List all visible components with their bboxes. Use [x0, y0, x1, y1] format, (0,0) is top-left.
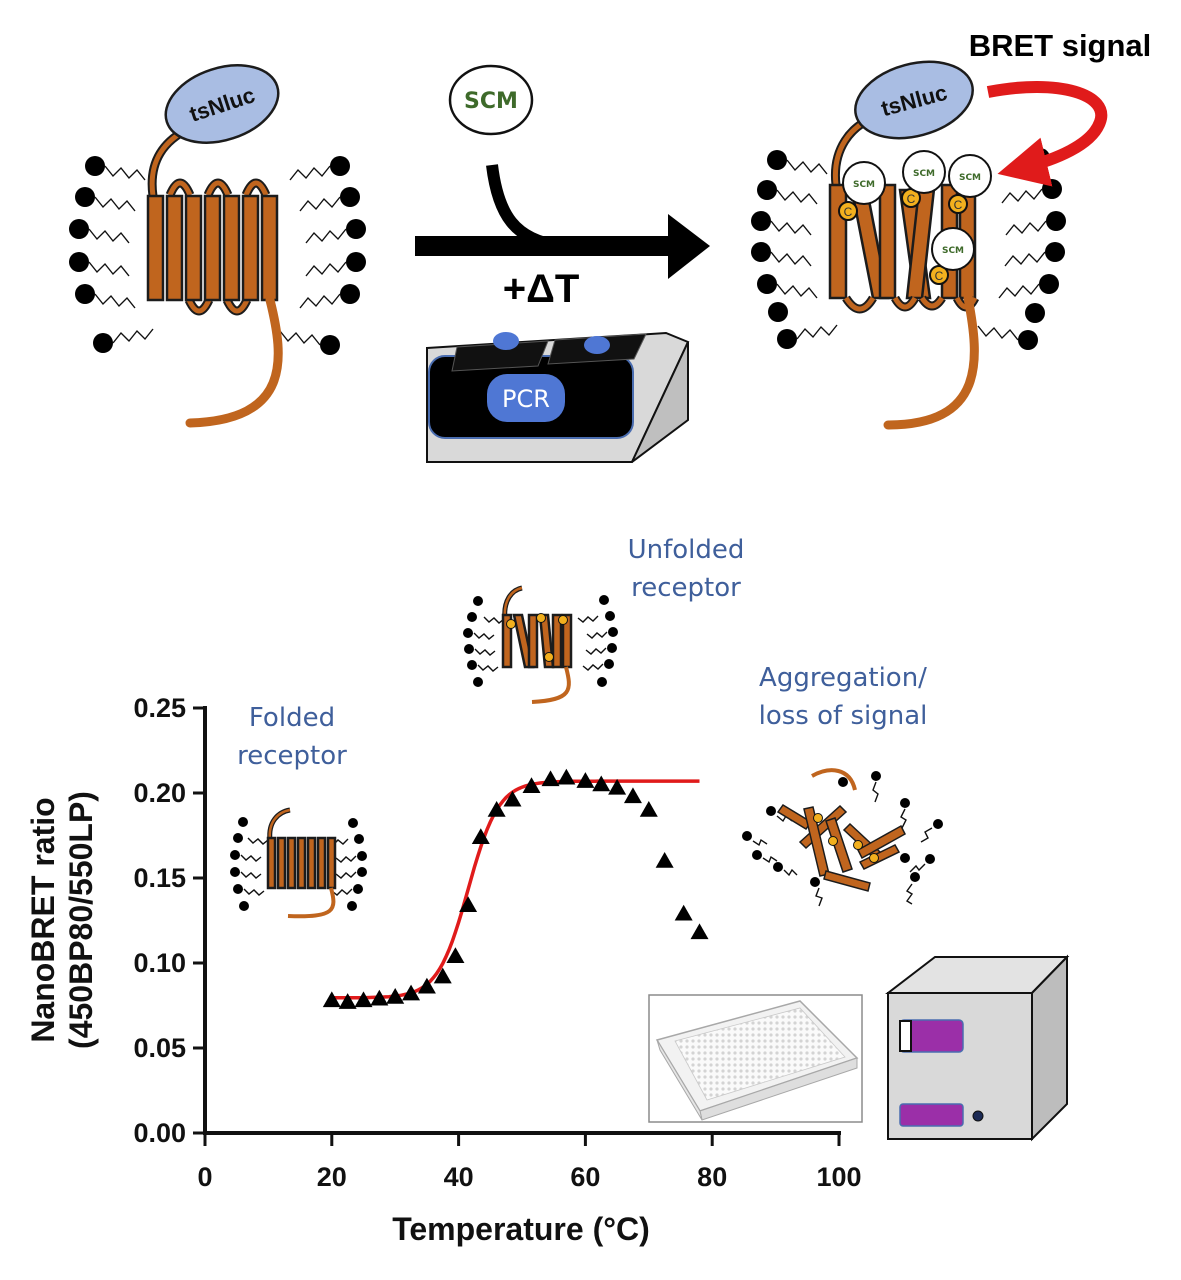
x-tick-label: 20 [317, 1162, 347, 1192]
x-axis-ticks: 0 20 40 60 80 100 [197, 1133, 862, 1192]
data-point-triangle [386, 988, 405, 1004]
data-point-triangle [623, 787, 642, 804]
data-point-triangle [639, 801, 658, 817]
data-point-triangle [487, 801, 506, 817]
y-axis-title-line2: (450BP80/550LP) [63, 791, 99, 1049]
scm-ligand: SCM [448, 64, 534, 136]
pcr-label: PCR [502, 385, 550, 413]
cysteine-adducts: C C C C [838, 188, 968, 285]
membrane-left [69, 156, 154, 353]
bret-arrow [986, 81, 1108, 187]
data-point-triangle [322, 991, 341, 1008]
data-point-triangle [338, 993, 357, 1009]
scm-entry-curve [486, 164, 561, 252]
data-point-triangle [690, 923, 709, 940]
unfolded-label-line1: Unfolded [628, 535, 745, 565]
tsnluc-ellipse-left: tsNluc [164, 64, 280, 144]
unfolded-label-line2: receptor [631, 573, 741, 603]
bound-scm-label-4: SCM [942, 246, 964, 256]
data-point-triangle [674, 904, 693, 921]
folded-label-line2: receptor [237, 741, 347, 771]
y-axis-title-line1: NanoBRET ratio [25, 797, 61, 1042]
data-point-triangle [471, 828, 490, 844]
tsnluc-ellipse-right: tsNluc [854, 60, 974, 140]
y-axis-ticks: 0.00 0.05 0.10 0.15 0.20 0.25 [133, 693, 205, 1148]
y-tick-label: 0.05 [133, 1033, 186, 1063]
data-point-triangle [541, 770, 560, 787]
scm-label: SCM [464, 89, 518, 114]
unfolded-receptor-top: C C C C SCM SCM SCM SCM tsNluc BRET sign… [751, 28, 1152, 430]
data-point-triangle [417, 977, 436, 994]
reader-power-dot [972, 1110, 984, 1122]
data-point-triangle [433, 967, 452, 984]
x-tick-label: 40 [444, 1162, 474, 1192]
data-point-triangle [655, 852, 674, 868]
data-point-triangle [370, 989, 389, 1006]
y-tick-label: 0.20 [133, 778, 186, 808]
x-tick-label: 0 [197, 1162, 212, 1192]
folded-label-line1: Folded [249, 703, 335, 733]
plate-reader [885, 954, 1070, 1142]
data-point-triangle [402, 984, 421, 1001]
data-point-triangle [354, 991, 373, 1008]
bound-scm-label-1: SCM [853, 180, 875, 190]
y-tick-label: 0.25 [133, 693, 186, 723]
aggregation-label-line1: Aggregation/ [759, 663, 927, 693]
x-axis-title: Temperature (°C) [392, 1211, 650, 1247]
data-points [322, 768, 709, 1009]
reader-lower-button [899, 1103, 964, 1127]
data-point-triangle [503, 790, 522, 807]
reaction-arrow [415, 214, 710, 279]
cys-label-4: C [935, 269, 944, 283]
y-tick-label: 0.10 [133, 948, 186, 978]
folded-receptor-icon [230, 807, 367, 919]
x-tick-label: 100 [816, 1162, 861, 1192]
cys-label-1: C [844, 205, 853, 219]
x-tick-label: 60 [570, 1162, 600, 1192]
unfolded-receptor-icon [463, 585, 618, 704]
aggregation-label-line2: loss of signal [759, 701, 928, 731]
cys-label-2: C [907, 192, 916, 206]
bret-signal-label: BRET signal [969, 28, 1152, 63]
data-point-triangle [592, 775, 611, 792]
data-point-triangle [459, 896, 478, 912]
membrane-left-right-panel [751, 150, 838, 349]
folded-receptor-top: tsNluc [69, 64, 366, 428]
aggregated-receptor-icon [742, 768, 943, 907]
data-point-triangle [576, 772, 595, 788]
bound-scm-label-2: SCM [913, 169, 935, 179]
y-tick-label: 0.00 [133, 1118, 186, 1148]
delta-t-label: +ΔT [503, 267, 580, 311]
pcr-machine: PCR [426, 331, 690, 463]
bound-scm-label-3: SCM [959, 173, 981, 183]
data-point-triangle [608, 778, 627, 795]
bound-scm-molecules: SCM SCM SCM SCM [842, 150, 992, 271]
data-point-triangle [557, 768, 576, 785]
y-tick-label: 0.15 [133, 863, 186, 893]
melt-curve-chart: 0.00 0.05 0.10 0.15 0.20 0.25 0 20 40 60 80 100 Te… [25, 693, 862, 1247]
x-tick-label: 80 [697, 1162, 727, 1192]
membrane-right [279, 156, 366, 355]
data-point-triangle [446, 947, 465, 963]
microplate-image [648, 994, 863, 1123]
data-point-triangle [522, 777, 541, 793]
cys-label-3: C [954, 198, 963, 212]
